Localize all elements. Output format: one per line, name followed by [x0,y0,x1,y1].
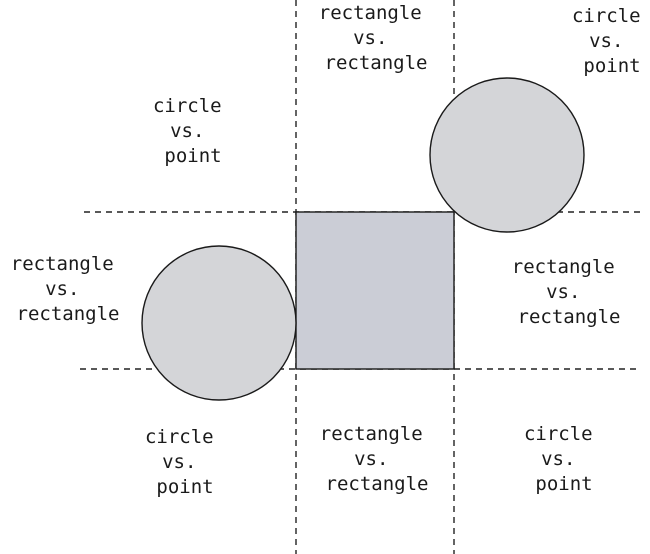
circle-left [141,245,297,401]
circle-top-right [429,77,585,233]
label-middle-right: rectangle vs. rectangle [512,256,626,328]
label-bottom-left: circle vs. point [145,426,225,498]
label-bottom-right: circle vs. point [524,423,604,495]
label-top-right: circle vs. point [572,5,650,77]
central-rectangle [295,211,455,370]
label-top-center: rectangle vs. rectangle [319,2,433,74]
label-middle-left: rectangle vs. rectangle [11,253,125,325]
label-bottom-center: rectangle vs. rectangle [320,423,434,495]
label-top-left: circle vs. point [153,95,233,167]
